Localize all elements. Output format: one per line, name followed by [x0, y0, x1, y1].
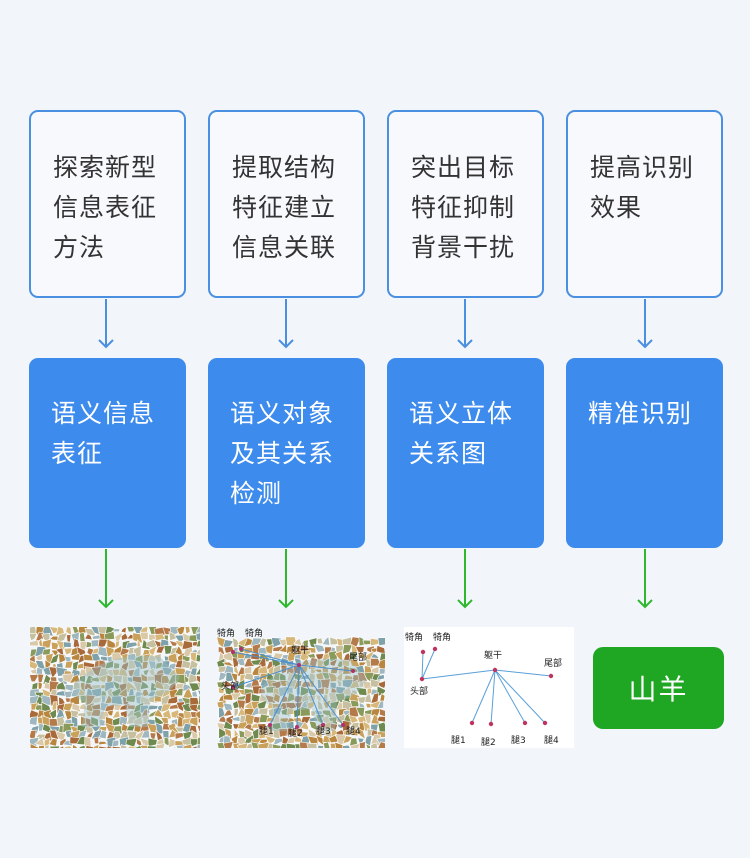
graph-label-leg1: 腿1: [451, 735, 466, 746]
goal-box-4: 提高识别 效果: [566, 110, 723, 298]
goal-box-2: 提取结构 特征建立 信息关联: [208, 110, 365, 298]
part-label-leg4: 腿4: [346, 726, 361, 737]
method-box-3: 语义立体 关系图: [387, 358, 544, 548]
part-label-tail: 尾部: [349, 651, 367, 663]
blue-arrow-3: [457, 299, 473, 349]
result-label: 山羊: [593, 647, 724, 729]
blue-arrow-4: [637, 299, 653, 349]
part-label-leg3: 腿3: [316, 726, 331, 737]
part-label-torso: 躯干: [291, 644, 309, 656]
part-label-leg1: 腿1: [259, 726, 274, 737]
graph-label-horn2: 犄角: [433, 631, 451, 643]
graph-label-torso: 躯干: [484, 649, 502, 661]
part-label-head: 头部: [221, 680, 239, 692]
green-arrow-1: [98, 549, 114, 609]
graph-label-tail: 尾部: [544, 657, 562, 669]
graph-label-leg4: 腿4: [544, 735, 559, 746]
mosaic-graph-image: 犄角 犄角 躯干 尾部 头部 腿1 腿2 腿3 腿4: [216, 627, 385, 748]
green-arrow-4: [637, 549, 653, 609]
part-label-horn1: 犄角: [217, 627, 235, 639]
goal-box-3: 突出目标 特征抑制 背景干扰: [387, 110, 544, 298]
part-label-horn2: 犄角: [245, 627, 263, 639]
method-box-1: 语义信息 表征: [29, 358, 186, 548]
blue-arrow-2: [278, 299, 294, 349]
method-box-2: 语义对象 及其关系 检测: [208, 358, 365, 548]
graph-label-horn1: 犄角: [405, 631, 423, 643]
relation-graph: 犄角 犄角 躯干 尾部 头部 腿1 腿2 腿3 腿4: [404, 627, 574, 748]
mosaic-image: [30, 627, 200, 748]
graph-label-leg2: 腿2: [481, 737, 496, 748]
blue-arrow-1: [98, 299, 114, 349]
method-box-4: 精准识别: [566, 358, 723, 548]
graph-label-head: 头部: [410, 685, 428, 697]
graph-label-leg3: 腿3: [511, 735, 526, 746]
green-arrow-3: [457, 549, 473, 609]
green-arrow-2: [278, 549, 294, 609]
goal-box-1: 探索新型 信息表征 方法: [29, 110, 186, 298]
part-label-leg2: 腿2: [288, 728, 303, 739]
